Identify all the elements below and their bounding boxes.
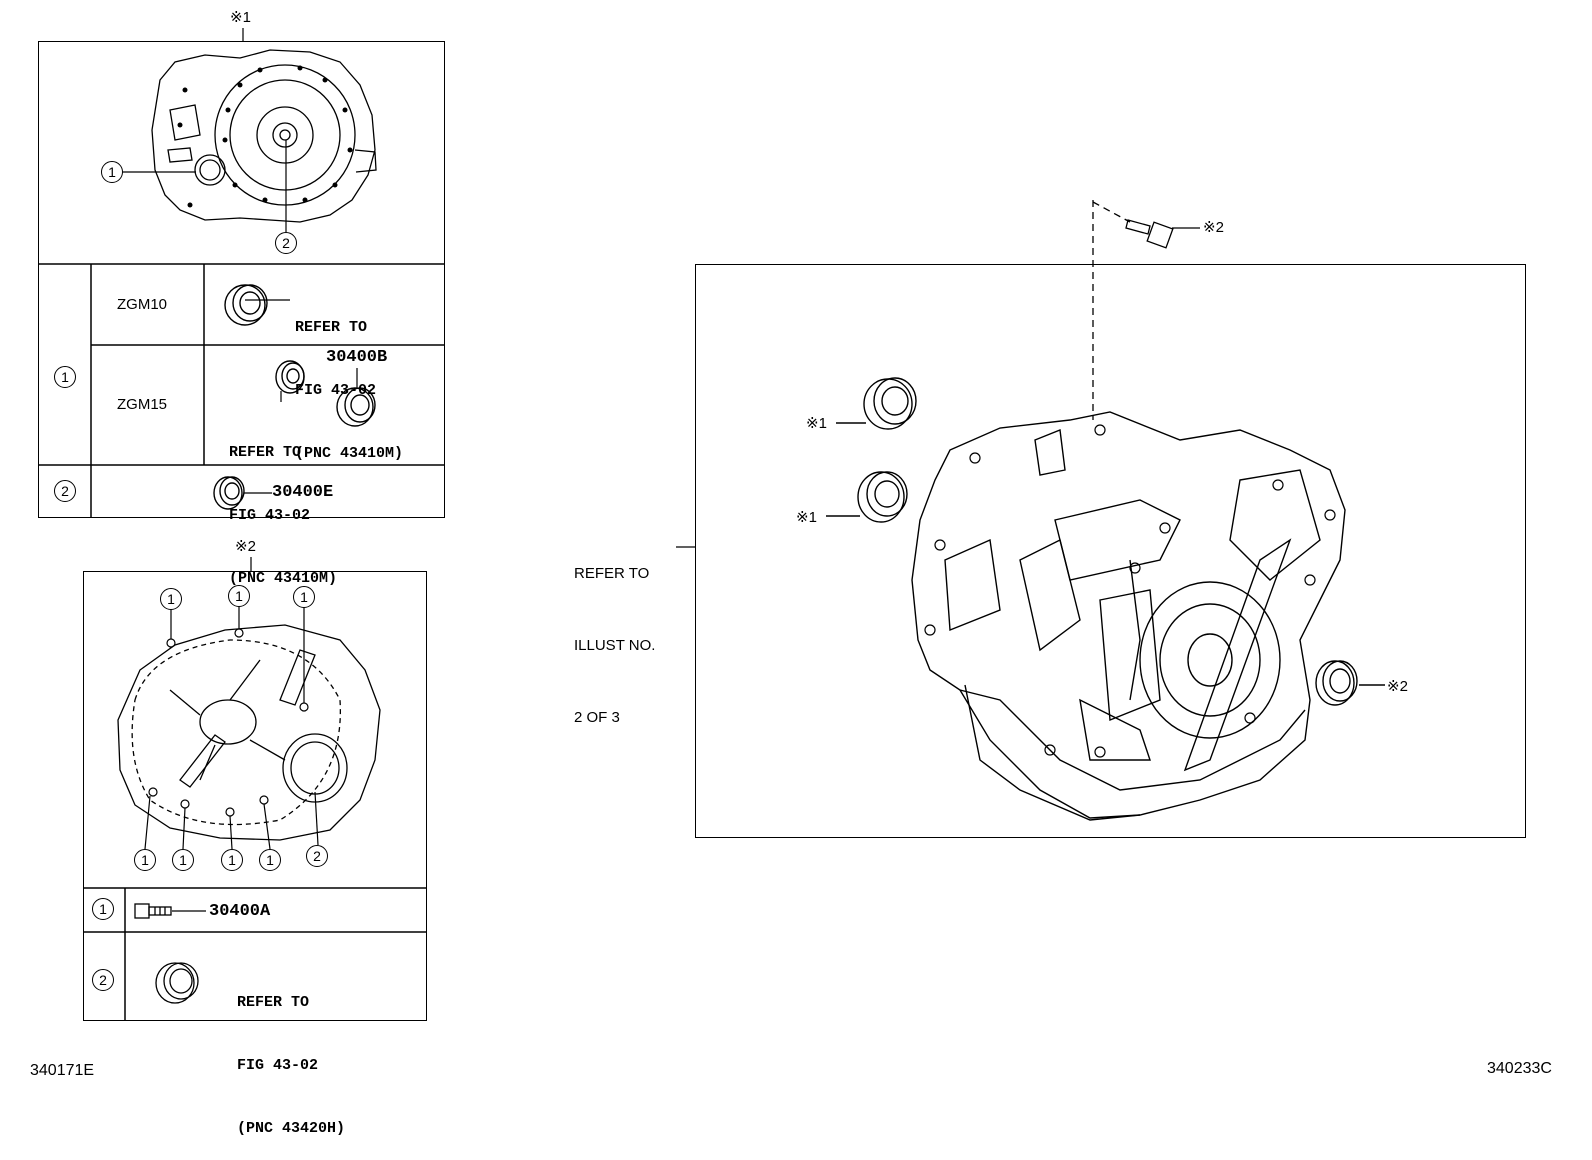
ref-line: (PNC 43420H): [237, 1120, 346, 1137]
main-seal1-label: ※1: [806, 415, 827, 432]
footer-left-code: 340171E: [30, 1062, 95, 1079]
inset2-callout-1g: 1: [259, 849, 281, 871]
inset2-callout-1b: 1: [228, 585, 250, 607]
inset1-ref-zgm10: REFER TO FIG 43-02 (PNC 43410M): [295, 275, 403, 485]
refer-line: 2 OF 3: [574, 709, 620, 726]
inset2-ref-row2: REFER TO FIG 43-02 (PNC 43420H): [237, 950, 345, 1160]
main-illustration: [676, 200, 1385, 821]
inset2-callout-1d: 1: [134, 849, 156, 871]
inset2-callout-2: 2: [306, 845, 328, 867]
main-frame: [695, 264, 1526, 838]
inset1-grid: [38, 263, 445, 518]
inset2-callout-1f: 1: [221, 849, 243, 871]
inset1-transmission-illustration: [122, 49, 377, 232]
ref-line: FIG 43-02: [229, 507, 311, 524]
inset1-frame: [38, 41, 445, 518]
inset2-grid: [83, 887, 427, 1021]
main-seal3-label: ※2: [1387, 678, 1408, 695]
ref-line: FIG 43-02: [295, 382, 377, 399]
inset1-variant-zgm10: ZGM10: [117, 296, 168, 313]
footer-right-code: 340233C: [1487, 1060, 1552, 1077]
ref-line: REFER TO: [237, 994, 310, 1011]
inset2-transmission-illustration: [117, 606, 381, 850]
main-refer-note: REFER TO ILLUST NO. 2 OF 3: [574, 514, 655, 754]
inset2-part-30400a: 30400A: [209, 902, 271, 921]
inset2-part-icons: [134, 903, 206, 1004]
refer-line: ILLUST NO.: [574, 637, 656, 654]
ref-line: REFER TO: [229, 444, 302, 461]
main-bolt-label: ※2: [1203, 219, 1224, 236]
refer-line: REFER TO: [574, 565, 650, 582]
inset1-callout-1: 1: [101, 161, 123, 183]
inset1-row2-label: 2: [54, 480, 76, 502]
inset1-marker: ※1: [230, 9, 251, 26]
inset2-callout-1a: 1: [160, 588, 182, 610]
inset2-row1-label: 1: [92, 898, 114, 920]
inset2-marker-leader: [250, 557, 252, 572]
ref-line: (PNC 43410M): [229, 570, 338, 587]
inset1-ref-zgm15: REFER TO FIG 43-02 (PNC 43410M): [229, 400, 337, 610]
inset2-marker: ※2: [235, 538, 256, 555]
inset2-row2-label: 2: [92, 969, 114, 991]
inset1-variant-zgm15: ZGM15: [117, 396, 168, 413]
inset1-part-30400e: 30400E: [272, 483, 334, 502]
inset1-seal-icons: [213, 284, 376, 510]
inset2-frame: [83, 571, 427, 1021]
inset1-row1-label: 1: [54, 366, 76, 388]
ref-line: FIG 43-02: [237, 1057, 319, 1074]
inset1-part-30400b: 30400B: [326, 348, 388, 367]
ref-line: (PNC 43410M): [295, 445, 404, 462]
ref-line: REFER TO: [295, 319, 368, 336]
inset2-callout-1e: 1: [172, 849, 194, 871]
inset1-callout-2: 2: [275, 232, 297, 254]
inset1-marker-leader: [242, 28, 244, 42]
inset2-callout-1c: 1: [293, 586, 315, 608]
main-seal2-label: ※1: [796, 509, 817, 526]
